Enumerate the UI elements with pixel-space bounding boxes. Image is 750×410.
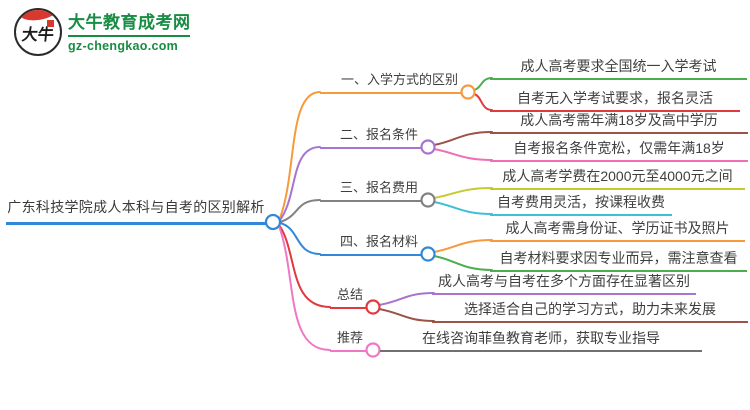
leaf-node-5a[interactable]: 成人高考与自考在多个方面存在显著区别 [432,272,696,295]
connector-root-branch4 [279,222,321,255]
connector-branch4-leaf1 [433,239,493,253]
connector-branch1-leaf1 [473,77,493,91]
branch-node-4[interactable]: 四、报名材料 [320,234,421,256]
logo-icon-text: 大牛 [20,25,55,44]
leaf-node-4b[interactable]: 自考材料要求因专业而异，需注意查看 [490,249,747,272]
connector-branch3-leaf2 [433,201,493,215]
logo-text-block: 大牛教育成考网 gz-chengkao.com [68,12,191,53]
logo-icon: 大牛 [14,8,62,56]
connector-branch2-leaf2 [433,148,493,161]
connector-branch5-leaf2 [378,308,435,322]
logo-title: 大牛教育成考网 [68,12,191,32]
branch-node-1[interactable]: 一、入学方式的区别 [320,72,461,94]
leaf-node-1b[interactable]: 自考无入学考试要求，报名灵活 [490,89,740,112]
branch-node-2[interactable]: 二、报名条件 [320,127,421,149]
branch4-circle[interactable] [420,246,436,262]
connector-branch3-leaf1 [433,187,493,199]
root-node-circle[interactable] [264,213,282,231]
leaf-node-2b[interactable]: 自考报名条件宽松，仅需年满18岁 [490,139,748,162]
leaf-node-6a[interactable]: 在线咨询菲鱼教育老师，获取专业指导 [380,329,702,352]
logo[interactable]: 大牛 大牛教育成考网 gz-chengkao.com [14,8,191,56]
leaf-node-3a[interactable]: 成人高考学费在2000元至4000元之间 [490,167,745,190]
root-node[interactable]: 广东科技学院成人本科与自考的区别解析 [6,196,266,225]
connector-root-branch1 [279,91,321,219]
connector-root-branch2 [279,146,321,221]
connector-root-branch3 [279,199,321,223]
connector-branch1-leaf2 [473,93,493,111]
branch5-circle[interactable] [365,299,381,315]
branch3-circle[interactable] [420,192,436,208]
logo-subtitle: gz-chengkao.com [68,38,179,53]
branch-node-3[interactable]: 三、报名费用 [320,180,421,202]
leaf-node-2a[interactable]: 成人高考需年满18岁及高中学历 [490,111,748,134]
leaf-node-1a[interactable]: 成人高考要求全国统一入学考试 [490,57,747,80]
logo-seal-shape [47,20,54,27]
branch1-circle[interactable] [460,84,476,100]
connector-branch2-leaf1 [433,131,493,146]
leaf-node-5b[interactable]: 选择适合自己的学习方式，助力未来发展 [432,300,748,323]
branch-node-6[interactable]: 推荐 [330,330,366,352]
branch-node-5[interactable]: 总结 [330,287,366,309]
connector-root-branch5 [278,224,331,308]
connector-branch4-leaf2 [433,255,493,271]
connector-root-branch6 [278,225,331,351]
connector-branch5-leaf1 [378,292,435,306]
logo-divider [68,34,190,37]
branch2-circle[interactable] [420,139,436,155]
branch6-circle[interactable] [365,342,381,358]
leaf-node-4a[interactable]: 成人高考需身份证、学历证书及照片 [490,219,745,242]
leaf-node-3b[interactable]: 自考费用灵活，按课程收费 [490,193,672,216]
